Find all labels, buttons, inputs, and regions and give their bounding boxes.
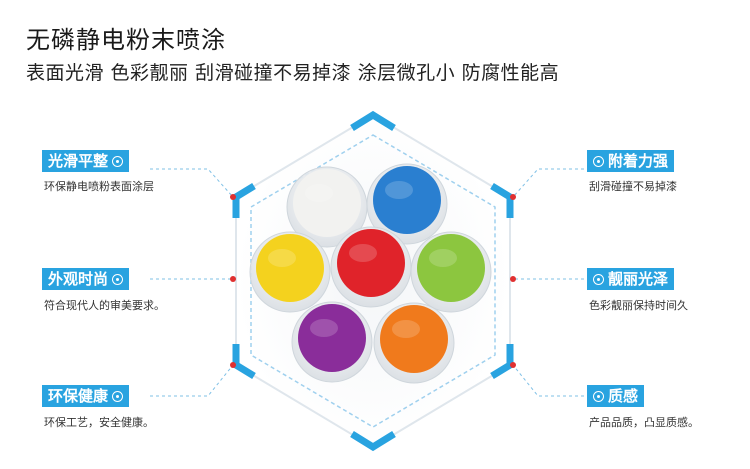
feature-gloss-label: 靓丽光泽 bbox=[608, 270, 669, 288]
page-subtitle: 表面光滑 色彩靓丽 刮滑碰撞不易掉漆 涂层微孔小 防腐性能高 bbox=[26, 62, 560, 84]
hexagon-inner-dashed bbox=[250, 134, 496, 428]
feature-eco-badge: 环保健康 bbox=[42, 385, 130, 407]
feature-adhesion-label: 附着力强 bbox=[608, 152, 669, 170]
feature-gloss-desc: 色彩靓丽保持时间久 bbox=[589, 299, 688, 312]
connector-lines bbox=[150, 168, 596, 397]
feature-eco-desc: 环保工艺，安全健康。 bbox=[44, 416, 154, 429]
feature-smooth-desc: 环保静电喷粉表面涂层 bbox=[44, 180, 154, 193]
powder-jar-purple bbox=[291, 301, 373, 383]
feature-gloss-badge: 靓丽光泽 bbox=[587, 268, 675, 290]
powder-jars bbox=[249, 163, 492, 384]
powder-jar-red bbox=[330, 226, 412, 308]
feature-smooth-label: 光滑平整 bbox=[48, 152, 109, 170]
powder-jar-orange bbox=[373, 302, 455, 384]
feature-stylish-label: 外观时尚 bbox=[48, 270, 109, 288]
feature-stylish-badge: 外观时尚 bbox=[42, 268, 130, 290]
circle-dot-icon bbox=[593, 273, 604, 285]
page-title: 无磷静电粉末喷涂 bbox=[26, 26, 226, 54]
feature-adhesion-desc: 刮滑碰撞不易掉漆 bbox=[589, 180, 677, 193]
circle-dot-icon bbox=[112, 155, 124, 167]
powder-jar-yellow bbox=[249, 231, 331, 313]
feature-eco-label: 环保健康 bbox=[48, 387, 109, 405]
powder-jar-blue bbox=[366, 163, 448, 245]
powder-jar-white bbox=[286, 166, 368, 248]
marker-dots bbox=[230, 194, 516, 368]
circle-dot-icon bbox=[593, 390, 604, 402]
circle-dot-icon bbox=[112, 273, 124, 285]
feature-stylish-desc: 符合现代人的审美要求。 bbox=[44, 299, 165, 312]
feature-texture-badge: 质感 bbox=[587, 385, 645, 407]
feature-texture-desc: 产品品质，凸显质感。 bbox=[589, 416, 699, 429]
circle-dot-icon bbox=[112, 390, 124, 402]
feature-smooth-badge: 光滑平整 bbox=[42, 150, 130, 172]
feature-texture-label: 质感 bbox=[608, 387, 639, 405]
powder-jar-green bbox=[410, 231, 492, 313]
circle-dot-icon bbox=[593, 155, 604, 167]
feature-adhesion-badge: 附着力强 bbox=[587, 150, 675, 172]
